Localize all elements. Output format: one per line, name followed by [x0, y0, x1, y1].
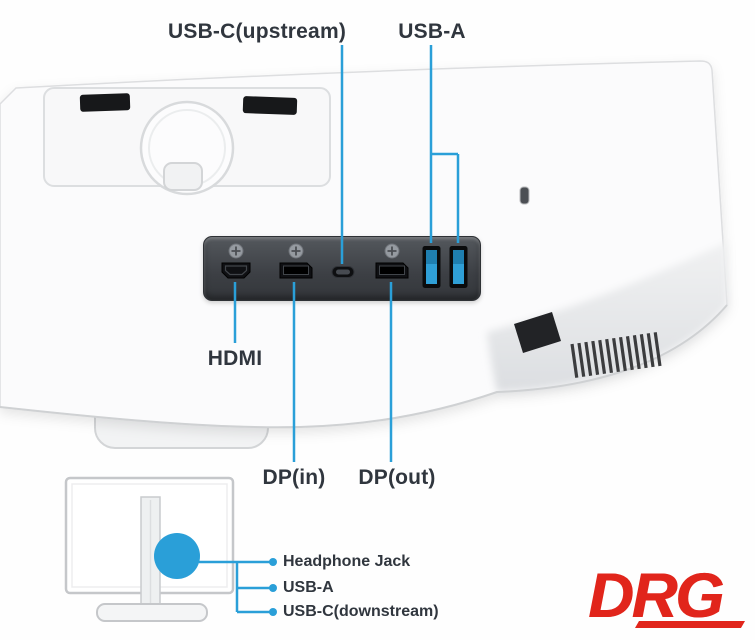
usb-a-port-1	[422, 246, 441, 288]
label-dp-in: DP(in)	[262, 466, 326, 489]
front-stand-base	[96, 603, 208, 622]
vent-grille	[570, 332, 662, 378]
screw-icon-3	[384, 243, 400, 259]
label-dp-out: DP(out)	[358, 466, 436, 489]
label-usb-a-top: USB-A	[398, 20, 466, 43]
stand-release-latch	[163, 162, 203, 191]
dp-out-port	[375, 262, 409, 279]
port-panel	[203, 236, 481, 301]
hdmi-port	[221, 262, 251, 279]
usb-c-upstream-port	[331, 266, 355, 278]
vesa-mount-area	[43, 87, 331, 196]
usb-a-side-dot	[269, 584, 277, 592]
vesa-slot-right	[242, 96, 298, 115]
brand-logo-underline	[634, 621, 746, 628]
usb-c-downstream-dot	[269, 608, 277, 616]
usb-a-port-2	[449, 246, 468, 288]
label-usb-c-downstream: USB-C(downstream)	[283, 603, 439, 620]
monitor-bottom-edge	[0, 304, 728, 429]
brand-logo-text: DRG	[588, 561, 724, 631]
label-headphone-jack: Headphone Jack	[283, 553, 411, 570]
dp-in-port	[279, 262, 313, 279]
kensington-lock-slot	[519, 186, 530, 205]
label-hdmi: HDMI	[207, 347, 263, 370]
label-usb-c-upstream: USB-C(upstream)	[167, 20, 347, 43]
screw-icon-2	[288, 243, 304, 259]
screw-icon-1	[228, 243, 244, 259]
cable-slot	[514, 312, 561, 353]
brand-logo: DRG	[588, 561, 752, 634]
headphone-jack-dot	[269, 558, 277, 566]
vesa-slot-left	[79, 93, 131, 112]
side-port-area-highlight	[154, 533, 200, 579]
monitor-side-curve	[487, 242, 727, 392]
port-panel-ports	[221, 243, 468, 288]
label-usb-a-side: USB-A	[283, 579, 334, 596]
